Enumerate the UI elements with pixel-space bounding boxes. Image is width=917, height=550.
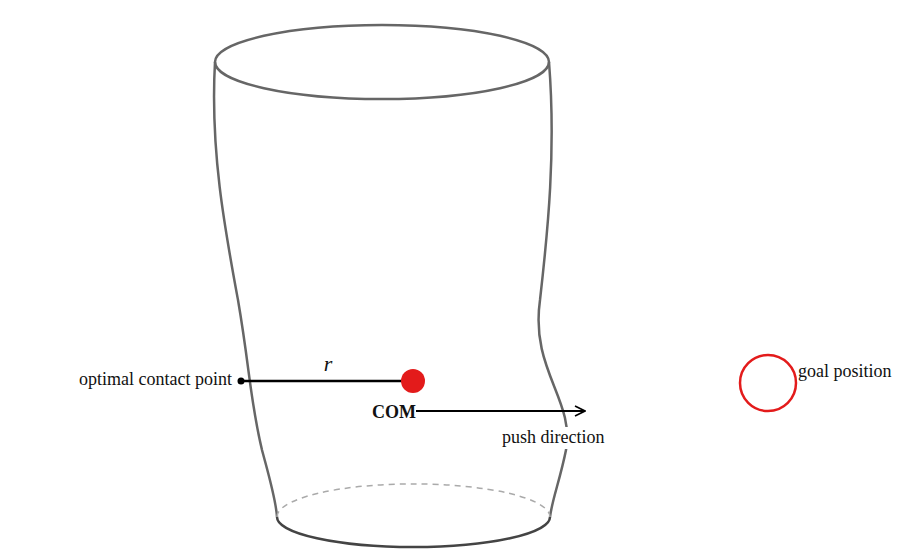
contact-dot xyxy=(238,378,245,385)
com-dot xyxy=(401,369,425,393)
contact-point-label: optimal contact point xyxy=(79,369,232,391)
vase-left-side xyxy=(214,62,277,517)
vase-base-front xyxy=(277,517,550,547)
vase-base-back xyxy=(277,484,550,517)
push-arrow xyxy=(416,410,585,412)
radius-line xyxy=(241,380,412,383)
push-direction-label: push direction xyxy=(500,427,606,449)
com-label: COM xyxy=(372,402,416,424)
radius-label: r xyxy=(324,351,333,377)
vase-rim xyxy=(215,25,549,99)
vase-right-side xyxy=(539,62,568,517)
goal-circle xyxy=(740,355,796,411)
goal-position-label: goal position xyxy=(798,361,892,383)
